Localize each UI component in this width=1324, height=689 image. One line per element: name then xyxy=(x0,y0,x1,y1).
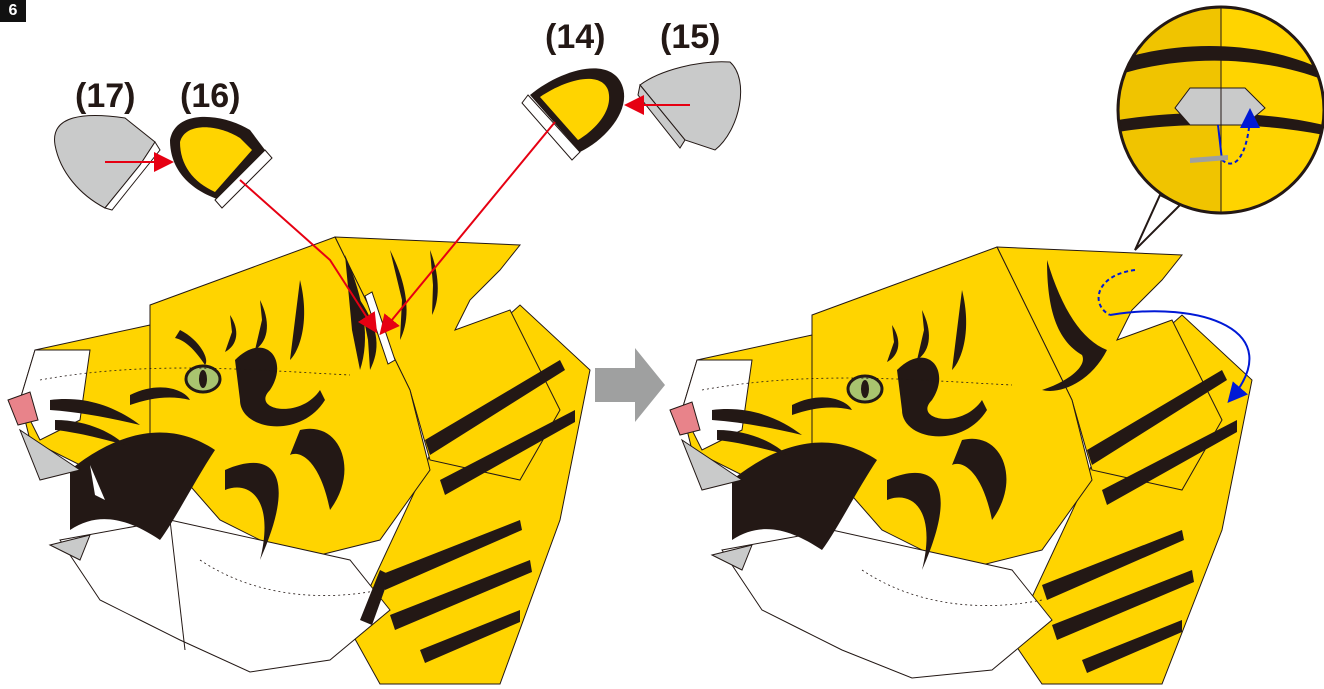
part-14-ear-front xyxy=(522,68,624,160)
magnifier-callout-icon xyxy=(1118,7,1324,250)
part-15-label: (15) xyxy=(660,18,720,56)
left-tiger-head xyxy=(8,237,590,684)
right-tiger-head xyxy=(670,247,1252,684)
right-arrow-icon xyxy=(595,348,665,422)
part-14-label: (14) xyxy=(545,18,605,56)
part-16-label: (16) xyxy=(180,77,240,115)
part-17-label: (17) xyxy=(75,77,135,115)
